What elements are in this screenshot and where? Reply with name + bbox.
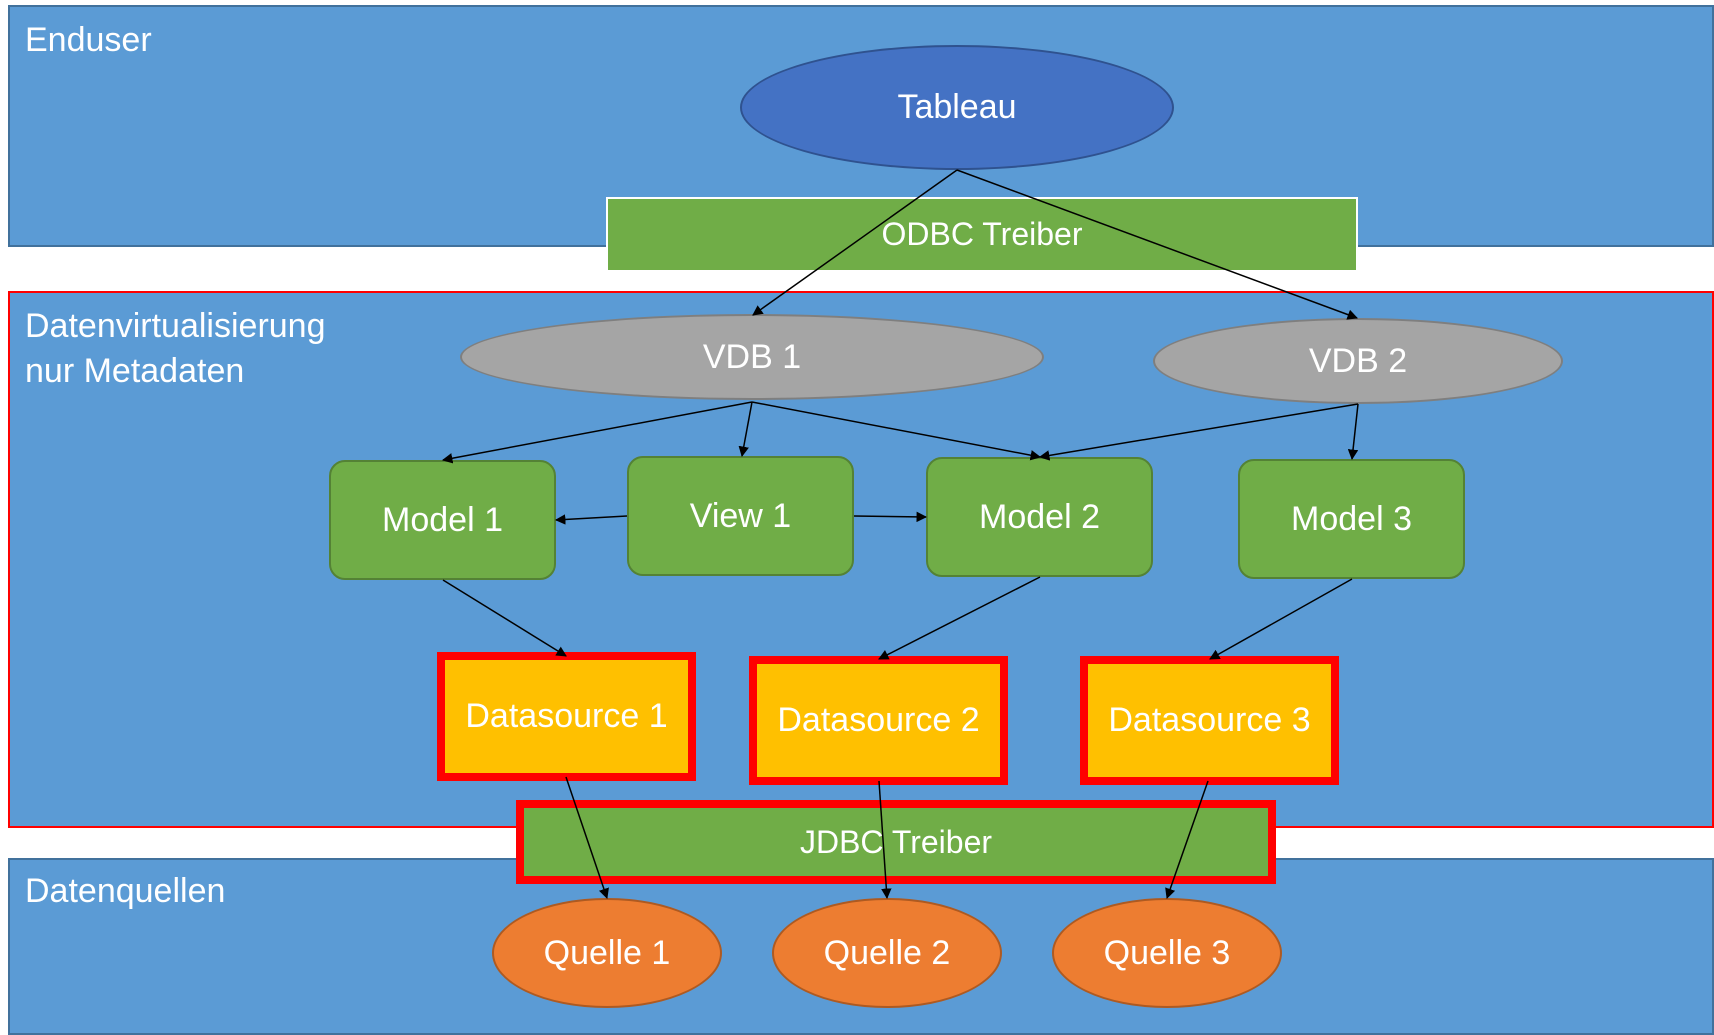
tableau-label: Tableau bbox=[897, 88, 1017, 126]
edge-vdb1-view1 bbox=[738, 401, 753, 458]
edge-tableau-vdb2 bbox=[956, 169, 1358, 320]
vdb1-label: VDB 1 bbox=[702, 337, 802, 376]
edge-vdb2-model2 bbox=[1038, 403, 1359, 461]
model1-label: Model 1 bbox=[382, 500, 503, 539]
edge-datasource2-quelle2 bbox=[878, 780, 892, 900]
tableau-node: Tableau bbox=[740, 45, 1174, 170]
view1-label: View 1 bbox=[689, 496, 792, 535]
edge-model2-datasource2 bbox=[878, 576, 1041, 660]
edge-vdb1-model1 bbox=[441, 401, 753, 464]
sources-layer-label: Datenquellen bbox=[25, 872, 226, 910]
odbc-driver-label: ODBC Treiber bbox=[881, 216, 1083, 252]
edge-model3-datasource3 bbox=[1209, 578, 1353, 660]
edge-tableau-vdb1 bbox=[752, 169, 958, 316]
jdbc-driver: JDBC Treiber bbox=[516, 800, 1276, 884]
model1-node: Model 1 bbox=[329, 460, 556, 580]
edge-model1-datasource1 bbox=[442, 579, 567, 657]
edge-view1-model1 bbox=[554, 514, 628, 525]
datasource2-label: Datasource 2 bbox=[777, 701, 980, 739]
model2-label: Model 2 bbox=[979, 497, 1100, 536]
vdb2-label: VDB 2 bbox=[1308, 341, 1408, 380]
enduser-layer-label: Enduser bbox=[25, 21, 152, 59]
edge-view1-model2 bbox=[853, 511, 928, 523]
virtualization-layer-label: Datenvirtualisierung nur Metadaten bbox=[25, 307, 326, 390]
datasource1-label: Datasource 1 bbox=[465, 697, 668, 735]
model2-node: Model 2 bbox=[926, 457, 1153, 577]
odbc-driver: ODBC Treiber bbox=[606, 197, 1358, 272]
quelle1-node: Quelle 1 bbox=[492, 898, 722, 1008]
quelle3-node: Quelle 3 bbox=[1052, 898, 1282, 1008]
quelle3-label: Quelle 3 bbox=[1103, 933, 1231, 972]
datasource3-node: Datasource 3 bbox=[1080, 656, 1339, 785]
edge-datasource3-quelle3 bbox=[1165, 780, 1209, 899]
vdb2-node: VDB 2 bbox=[1153, 318, 1563, 404]
vdb1-node: VDB 1 bbox=[460, 314, 1044, 400]
edge-datasource1-quelle1 bbox=[565, 776, 609, 899]
edge-vdb1-model2 bbox=[751, 401, 1042, 461]
view1-node: View 1 bbox=[627, 456, 854, 576]
quelle2-node: Quelle 2 bbox=[772, 898, 1002, 1008]
quelle2-label: Quelle 2 bbox=[823, 933, 951, 972]
edge-vdb2-model3 bbox=[1347, 403, 1359, 461]
datasource2-node: Datasource 2 bbox=[749, 656, 1008, 785]
datasource3-label: Datasource 3 bbox=[1108, 701, 1311, 739]
quelle1-label: Quelle 1 bbox=[543, 933, 671, 972]
jdbc-driver-label: JDBC Treiber bbox=[799, 823, 993, 860]
model3-node: Model 3 bbox=[1238, 459, 1465, 579]
model3-label: Model 3 bbox=[1291, 499, 1412, 538]
